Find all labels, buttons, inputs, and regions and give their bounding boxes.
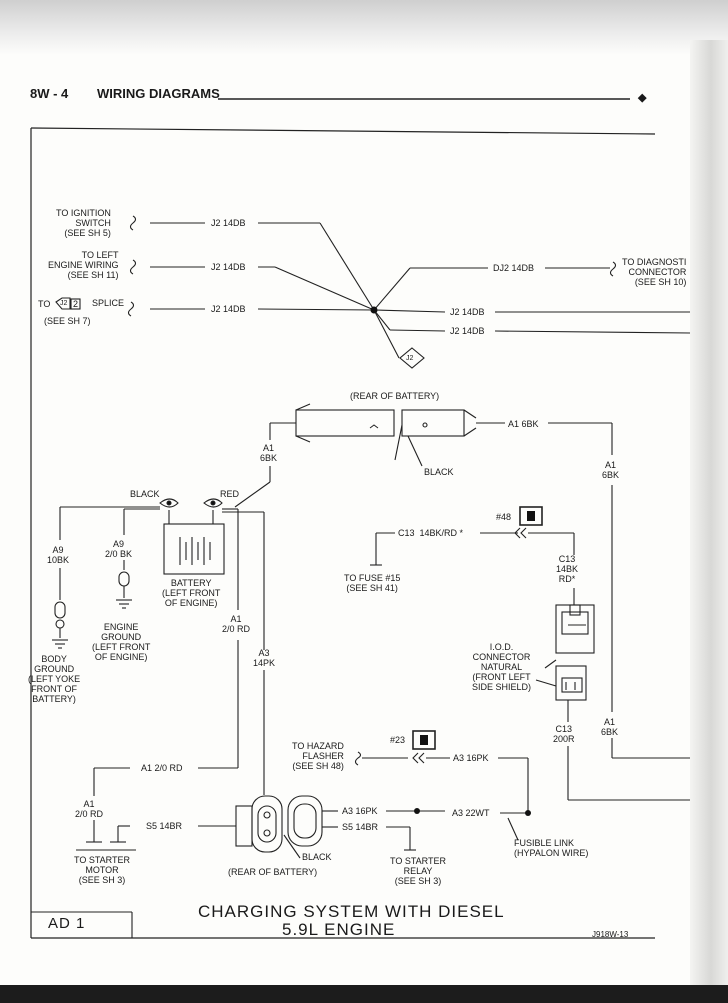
- ref-box-23: [412, 730, 436, 750]
- black-bottom-label: BLACK: [302, 852, 332, 862]
- a1-6bk-top: A1 6BK: [508, 419, 539, 429]
- a1-6bk-left: A1 6BK: [260, 443, 278, 463]
- wire-dj2: DJ2 14DB: [493, 263, 535, 273]
- battery-label: BATTERY (LEFT FRONT OF ENGINE): [162, 578, 221, 608]
- c13-200r-label: C13 200R: [553, 724, 575, 744]
- a1-6bk-low: A1 6BK: [601, 717, 619, 737]
- to-ignition-label: TO IGNITION SWITCH (SEE SH 5): [56, 208, 111, 238]
- a3-16pk-bottom: A3 16PK: [342, 806, 378, 816]
- fusible-link-label: FUSIBLE LINK (HYPALON WIRE): [514, 838, 589, 858]
- cable-arrow: [369, 424, 379, 429]
- c13-14bk-label: C13 14BK RD*: [556, 554, 579, 584]
- s5-14br-left: S5 14BR: [146, 821, 183, 831]
- to-starter-relay-label: TO STARTER RELAY (SEE SH 3): [390, 856, 447, 886]
- wire-j2-right-2: J2 14DB: [450, 326, 485, 336]
- wire-j2-right-1: J2 14DB: [450, 307, 485, 317]
- to-left-engine-label: TO LEFT ENGINE WIRING (SEE SH 11): [48, 250, 119, 280]
- j2-node-tag: J2: [406, 355, 414, 362]
- iod-connector-label: I.O.D. CONNECTOR NATURAL (FRONT LEFT SID…: [472, 642, 532, 692]
- rear-of-battery-bottom: (REAR OF BATTERY): [228, 867, 318, 877]
- positive-wires: [93, 508, 265, 842]
- a9-10bk-label: A9 10BK: [47, 545, 70, 565]
- wire-node-1: [414, 808, 420, 814]
- terminator-splice: [127, 301, 135, 317]
- j2-diamond-tag: [399, 347, 425, 369]
- c13-wire-label: C13 14BK/RD *: [398, 528, 464, 538]
- section-title: WIRING DIAGRAMS: [97, 86, 220, 101]
- rear-battery-connector: [235, 795, 338, 853]
- splice-wires: [150, 222, 691, 359]
- black-top-label: BLACK: [424, 467, 454, 477]
- figure-code: J918W-13: [592, 930, 629, 939]
- a3-14pk-label: A3 14PK: [253, 648, 276, 668]
- see-sh7-label: (SEE SH 7): [44, 316, 91, 326]
- splice-diamond: [55, 297, 71, 310]
- diagram-title-line-2: 5.9L ENGINE: [282, 920, 396, 939]
- to-label: TO: [38, 299, 51, 309]
- a1-20rd-v: A1 2/0 RD: [75, 799, 104, 819]
- black-clamp-label: BLACK: [130, 489, 160, 499]
- s5-14br-right: S5 14BR: [342, 822, 379, 832]
- to-starter-motor-label: TO STARTER MOTOR (SEE SH 3): [74, 855, 131, 885]
- wire-j2-2: J2 14DB: [211, 262, 246, 272]
- a9-20bk-label: A9 2/0 BK: [105, 539, 133, 559]
- iod-connector: [535, 540, 690, 801]
- page-bottom-shadow: [0, 985, 728, 1003]
- a3-16pk-top: A3 16PK: [453, 753, 489, 763]
- lower-wires: [76, 751, 529, 859]
- red-clamp-label: RED: [220, 489, 240, 499]
- to-fuse-label: TO FUSE #15 (SEE SH 41): [344, 573, 401, 593]
- ref-box-23-mark: [420, 735, 428, 745]
- page-number: 8W - 4: [30, 86, 69, 101]
- ref-box-48-mark: [527, 511, 535, 521]
- ad-code: AD 1: [48, 915, 86, 932]
- wire-j2-3: J2 14DB: [211, 304, 246, 314]
- a1-6bk-right: A1 6BK: [602, 460, 620, 480]
- diamond-icon: ◆: [638, 92, 647, 104]
- terminator-engine-wiring: [129, 259, 137, 275]
- engine-ground-label: ENGINE GROUND (LEFT FRONT OF ENGINE): [92, 622, 151, 662]
- page-edge: [690, 40, 728, 990]
- to-hazard-label: TO HAZARD FLASHER (SEE SH 48): [292, 741, 344, 771]
- wire-j2-1: J2 14DB: [211, 218, 246, 228]
- splice-word: SPLICE: [92, 298, 125, 308]
- rear-of-battery-top: (REAR OF BATTERY): [350, 391, 440, 401]
- ground-wires: [52, 506, 160, 649]
- splice-box: [70, 298, 81, 310]
- ref-48-label: #48: [496, 512, 512, 522]
- splice-tag: J2: [60, 300, 68, 307]
- diagram-title-line-1: CHARGING SYSTEM WITH DIESEL: [198, 902, 505, 921]
- terminator-diagnostic: [609, 261, 617, 277]
- frame-top: [30, 127, 656, 135]
- wire-node-2: [525, 810, 531, 816]
- splice-node: [370, 306, 378, 314]
- splice-num: 2: [73, 299, 79, 309]
- ref-23-label: #23: [390, 735, 406, 745]
- a1-20rd-label: A1 2/0 RD: [222, 614, 251, 634]
- battery-symbol: [159, 498, 225, 575]
- terminator-ignition: [129, 215, 137, 231]
- ref-box-48: [519, 506, 543, 526]
- body-ground-label: BODY GROUND (LEFT YOKE FRONT OF BATTERY): [28, 654, 81, 704]
- a1-20rd-h: A1 2/0 RD: [141, 763, 183, 773]
- c13-wire: [370, 527, 575, 566]
- battery-cable: [234, 403, 690, 759]
- a3-22wt-label: A3 22WT: [452, 808, 490, 818]
- page-top-shadow: [0, 0, 728, 55]
- to-diagnostic-label: TO DIAGNOSTI CONNECTOR (SEE SH 10): [622, 257, 687, 287]
